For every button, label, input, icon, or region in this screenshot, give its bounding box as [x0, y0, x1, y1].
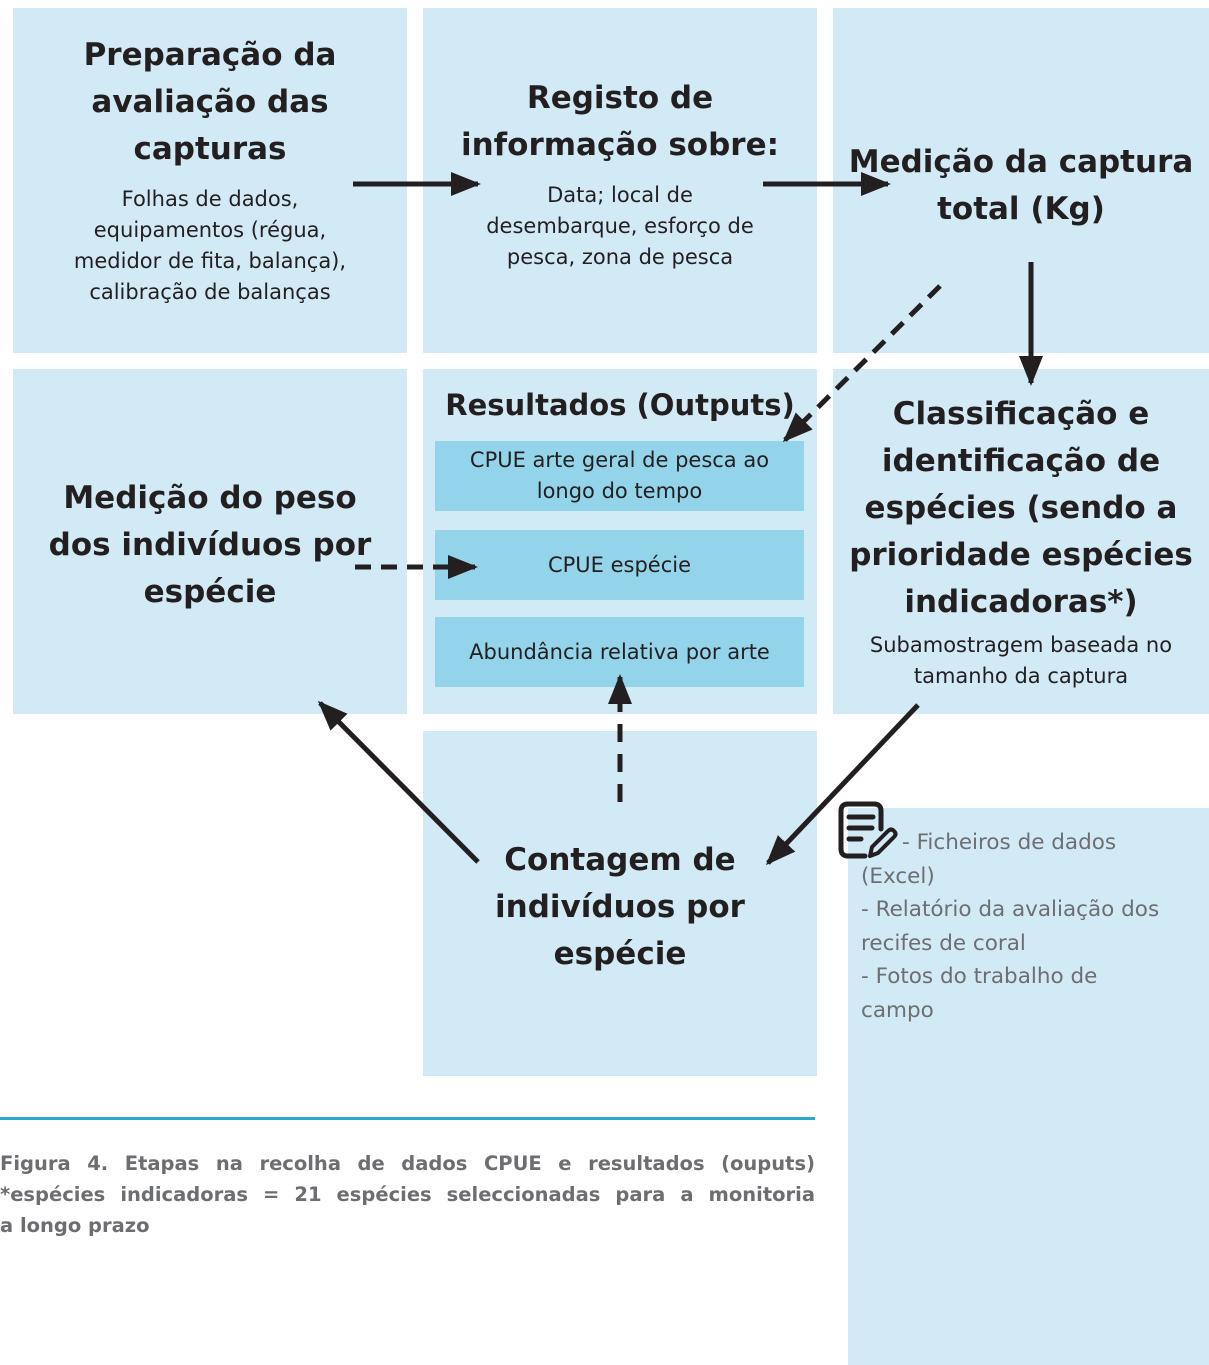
preparacao-title: Preparação da avaliação das capturas: [13, 32, 407, 173]
preparacao-title-line: capturas: [133, 131, 287, 167]
box-preparacao: [13, 8, 407, 353]
arrow-classificacao-to-contagem: [765, 703, 920, 866]
box-medicao-peso: [13, 369, 407, 714]
arrow-contagem-to-medicao-peso: [317, 700, 480, 864]
output-label: CPUE arte geral de pesca ao longo do temp…: [470, 445, 769, 507]
output-label: CPUE espécie: [547, 552, 692, 577]
classificacao-text-line: tamanho da captura: [913, 664, 1129, 688]
classificacao-title-line: Classificação e: [892, 396, 1150, 432]
registo-text-line: desembarque, esforço de: [486, 214, 754, 238]
output-label-line: longo do tempo: [536, 479, 703, 503]
medicao-captura-title-line: Medição da captura: [848, 144, 1194, 180]
registo-title-line: informação sobre:: [460, 127, 780, 163]
preparacao-text-line: Folhas de dados,: [121, 187, 299, 211]
box-registo: [423, 8, 817, 353]
side-panel-line: recifes de coral: [861, 930, 1026, 956]
side-panel-line: (Excel): [861, 863, 935, 889]
output-cpue-especie: CPUE espécie: [435, 530, 804, 600]
registo-text: Data; local de desembarque, esforço de p…: [423, 180, 817, 273]
preparacao-text: Folhas de dados, equipamentos (régua, me…: [13, 184, 407, 308]
box-medicao-captura: [833, 8, 1209, 353]
output-label: Abundância relativa por arte: [469, 639, 770, 664]
preparacao-title-line: avaliação das: [91, 84, 329, 120]
registo-title: Registo de informação sobre:: [423, 75, 817, 169]
resultados-title: Resultados (Outputs): [445, 388, 795, 422]
classificacao-text: Subamostragem baseada no tamanho da capt…: [833, 630, 1209, 692]
caption-divider: [0, 1117, 815, 1120]
output-label-line: CPUE arte geral de pesca ao: [469, 448, 770, 472]
medicao-peso-title: Medição do peso dos indivíduos por espéc…: [13, 475, 407, 616]
medicao-peso-title-line: dos indivíduos por: [48, 527, 372, 563]
contagem-title: Contagem de indivíduos por espécie: [423, 837, 817, 978]
classificacao-title: Classificação e identificação de espécie…: [833, 391, 1209, 626]
side-panel-line: - Relatório da avaliação dos: [861, 897, 1160, 922]
classificacao-title-line: prioridade espécies: [849, 537, 1193, 573]
contagem-title-line: indivíduos por: [495, 889, 745, 925]
preparacao-text-line: medidor de fita, balança),: [73, 249, 347, 273]
registo-text-line: pesca, zona de pesca: [506, 245, 734, 269]
contagem-title-line: Contagem de: [504, 842, 736, 878]
arrow-dashed-to-resultados: [782, 284, 942, 443]
classificacao-title-line: indicadoras*): [904, 584, 1138, 620]
contagem-title-line: espécie: [553, 936, 687, 972]
side-panel-line: campo: [861, 997, 934, 1023]
preparacao-title-line: Preparação da: [83, 37, 337, 73]
registo-text-line: Data; local de: [547, 183, 693, 207]
box-side-panel: [848, 808, 1209, 1365]
preparacao-text-line: equipamentos (régua,: [93, 218, 327, 242]
figure-caption: Figura 4. Etapas na recolha de dados CPU…: [0, 1148, 815, 1241]
caption-line: *espécies indicadoras = 21 espécies sele…: [0, 1183, 815, 1206]
medicao-peso-title-line: espécie: [143, 574, 277, 610]
medicao-peso-title-line: Medição do peso: [63, 480, 357, 516]
classificacao-title-line: identificação de: [881, 443, 1161, 479]
side-panel-line: - Ficheiros de dados: [861, 830, 1117, 855]
side-panel-line: - Fotos do trabalho de: [861, 964, 1098, 989]
classificacao-text-line: Subamostragem baseada no: [869, 633, 1173, 657]
side-panel-text: - Ficheiros de dados (Excel) - Relatório…: [861, 826, 1206, 1027]
box-classificacao: [833, 369, 1209, 714]
medicao-captura-title: Medição da captura total (Kg): [833, 139, 1209, 233]
document-edit-icon: [838, 801, 898, 859]
caption-line: Figura 4. Etapas na recolha de dados CPU…: [0, 1152, 815, 1175]
output-cpue-arte-geral: CPUE arte geral de pesca ao longo do temp…: [435, 441, 804, 511]
medicao-captura-title-line: total (Kg): [937, 191, 1105, 227]
registo-title-line: Registo de: [526, 80, 714, 116]
classificacao-title-line: espécies (sendo a: [864, 490, 1178, 526]
preparacao-text-line: calibração de balanças: [89, 280, 331, 304]
caption-line: a longo prazo: [0, 1214, 150, 1237]
